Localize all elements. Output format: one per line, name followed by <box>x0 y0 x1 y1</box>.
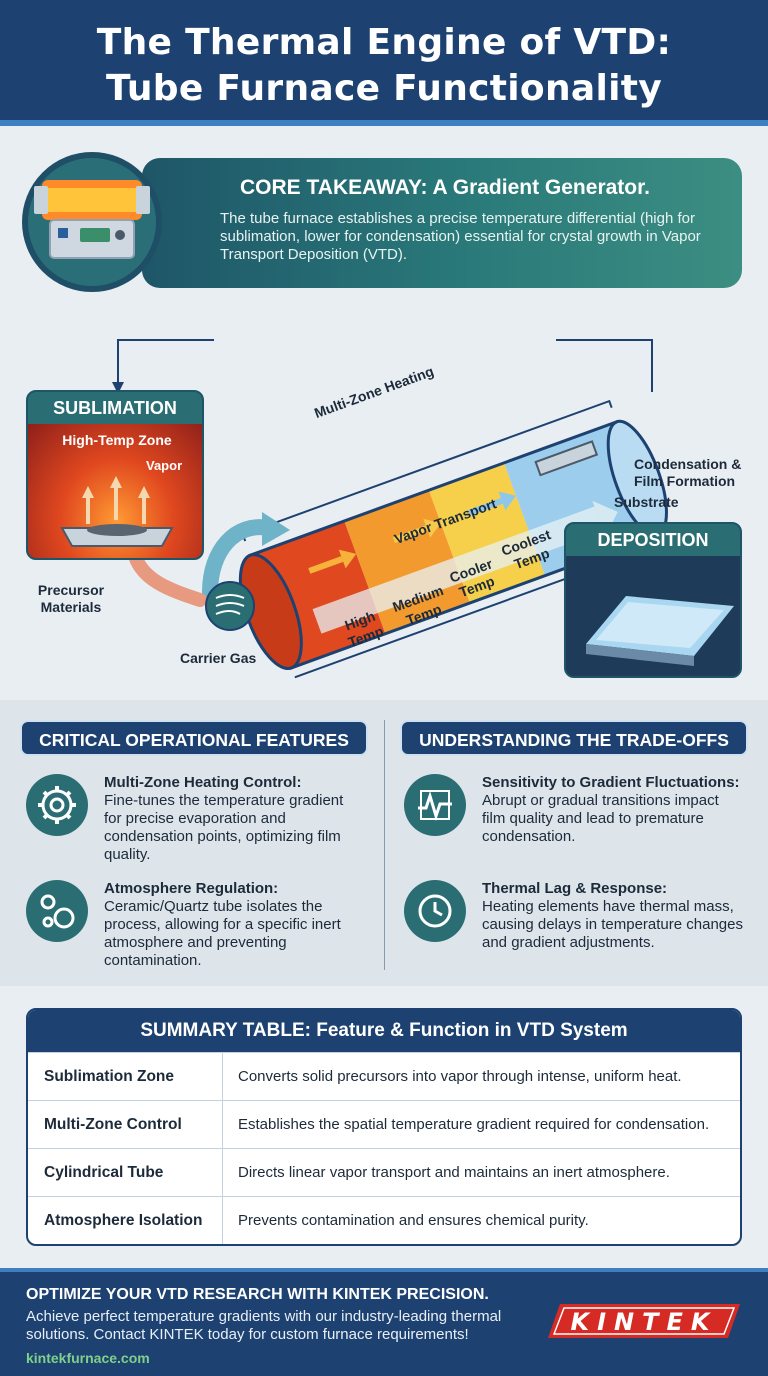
page-title: The Thermal Engine of VTD: Tube Furnace … <box>0 0 768 112</box>
core-title: CORE TAKEAWAY: A Gradient Generator. <box>240 176 650 199</box>
high-temp-zone-label: High-Temp Zone <box>62 432 172 448</box>
table-cell-feature: Cylindrical Tube <box>44 1164 164 1181</box>
table-cell-function: Directs linear vapor transport and maint… <box>238 1164 670 1181</box>
footer-text: Achieve perfect temperature gradients wi… <box>26 1308 502 1343</box>
table-cell-feature: Multi-Zone Control <box>44 1116 182 1133</box>
table-row: Atmosphere Isolation Prevents contaminat… <box>28 1196 740 1244</box>
page-footer: OPTIMIZE YOUR VTD RESEARCH WITH KINTEK P… <box>0 1268 768 1376</box>
summary-table: SUMMARY TABLE: Feature & Function in VTD… <box>26 1008 742 1246</box>
sublimation-card: SUBLIMATION High-Temp Zone Vapor <box>26 390 204 560</box>
title-line-2: Tube Furnace Functionality <box>105 68 663 109</box>
table-cell-function: Converts solid precursors into vapor thr… <box>238 1068 682 1085</box>
sublimation-zone: High-Temp Zone Vapor <box>28 424 202 558</box>
core-text: The tube furnace establishes a precise t… <box>220 210 701 263</box>
condensation-label: Condensation & Film Formation <box>634 456 742 489</box>
features-title: CRITICAL OPERATIONAL FEATURES <box>20 720 368 756</box>
core-takeaway: CORE TAKEAWAY: A Gradient Generator. The… <box>22 152 746 292</box>
sublimation-title: SUBLIMATION <box>28 392 202 424</box>
tradeoff-1-text: Abrupt or gradual transitions impact fil… <box>482 792 719 845</box>
gear-icon <box>26 774 88 836</box>
vapor-label: Vapor <box>146 458 183 473</box>
table-row: Cylindrical Tube Directs linear vapor tr… <box>28 1148 740 1196</box>
tradeoff-2-title: Thermal Lag & Response: <box>482 880 668 897</box>
feature-2-text: Ceramic/Quartz tube isolates the process… <box>104 898 341 969</box>
core-card: CORE TAKEAWAY: A Gradient Generator. The… <box>142 158 742 288</box>
footer-link[interactable]: kintekfurnace.com <box>26 1350 150 1366</box>
waveform-icon <box>404 774 466 836</box>
table-cell-feature: Atmosphere Isolation <box>44 1212 203 1229</box>
tradeoff-2-text: Heating elements have thermal mass, caus… <box>482 898 743 951</box>
table-cell-function: Establishes the spatial temperature grad… <box>238 1116 710 1133</box>
tradeoffs-title: UNDERSTANDING THE TRADE-OFFS <box>400 720 748 756</box>
tube-furnace-icon <box>22 152 162 292</box>
mechanics-section: SUBLIMATION High-Temp Zone Vapor Precurs… <box>0 300 768 700</box>
mechanics-diagram <box>112 339 668 679</box>
deposition-card: DEPOSITION <box>564 522 742 678</box>
feature-2-title: Atmosphere Regulation: <box>104 880 279 897</box>
carrier-gas-label: Carrier Gas <box>180 650 257 666</box>
feature-1-text: Fine-tunes the temperature gradient for … <box>104 792 344 863</box>
precursor-label: Precursor Materials <box>37 582 105 615</box>
logo-text: KINTEK <box>571 1308 718 1336</box>
table-row: Sublimation Zone Converts solid precurso… <box>28 1052 740 1100</box>
page-header: The Thermal Engine of VTD: Tube Furnace … <box>0 0 768 126</box>
precursor-tray-icon <box>60 476 174 547</box>
footer-title: OPTIMIZE YOUR VTD RESEARCH WITH KINTEK P… <box>26 1286 489 1303</box>
table-cell-feature: Sublimation Zone <box>44 1068 175 1085</box>
title-line-1: The Thermal Engine of VTD: <box>96 22 672 63</box>
section-divider <box>384 720 385 970</box>
summary-table-title: SUMMARY TABLE: Feature & Function in VTD… <box>28 1010 740 1052</box>
substrate-label: Substrate <box>614 494 679 510</box>
clock-icon <box>404 880 466 942</box>
kintek-logo[interactable]: KINTEK <box>548 1302 740 1340</box>
tradeoff-1-title: Sensitivity to Gradient Fluctuations: <box>482 774 740 791</box>
table-cell-function: Prevents contamination and ensures chemi… <box>238 1212 589 1229</box>
feature-1-title: Multi-Zone Heating Control: <box>104 774 302 791</box>
crystal-film-icon <box>566 556 740 676</box>
bubbles-icon <box>26 880 88 942</box>
deposition-title: DEPOSITION <box>566 524 740 556</box>
table-row: Multi-Zone Control Establishes the spati… <box>28 1100 740 1148</box>
